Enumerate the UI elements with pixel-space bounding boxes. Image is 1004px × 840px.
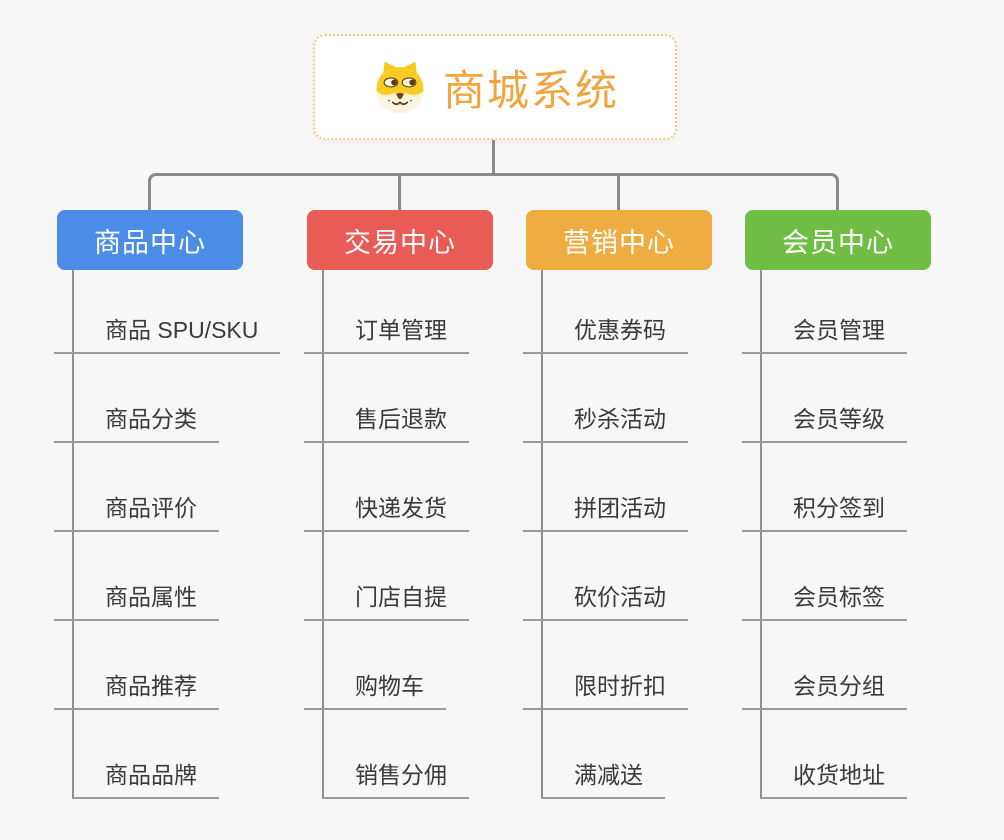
connector-spine-trade (322, 270, 324, 799)
connector-drop-branch-2 (398, 174, 401, 212)
leaf-node[interactable]: 商品分类 (54, 399, 219, 443)
leaf-node[interactable]: 会员等级 (742, 399, 907, 443)
leaf-node[interactable]: 满减送 (541, 755, 665, 799)
leaf-node[interactable]: 订单管理 (304, 310, 469, 354)
leaf-node[interactable]: 门店自提 (304, 577, 469, 621)
leaf-node[interactable]: 会员分组 (742, 666, 907, 710)
root-title: 商城系统 (442, 66, 619, 114)
leaf-node[interactable]: 优惠券码 (523, 310, 688, 354)
leaf-node[interactable]: 商品 SPU/SKU (54, 310, 281, 354)
leaf-node[interactable]: 商品属性 (54, 577, 219, 621)
connector-drop-branch-3 (617, 174, 620, 212)
branch-node-trade-center[interactable]: 交易中心 (307, 210, 493, 270)
leaf-node[interactable]: 会员管理 (742, 310, 907, 354)
leaf-node[interactable]: 秒杀活动 (523, 399, 688, 443)
leaf-node[interactable]: 快递发货 (304, 488, 469, 532)
leaf-node[interactable]: 商品品牌 (72, 755, 219, 799)
leaf-node[interactable]: 收货地址 (760, 755, 907, 799)
branch-node-marketing-center[interactable]: 营销中心 (526, 210, 712, 270)
leaf-node[interactable]: 积分签到 (742, 488, 907, 532)
leaf-node[interactable]: 购物车 (304, 666, 446, 710)
dog-face-icon (371, 58, 429, 116)
connector-bus (148, 173, 839, 213)
branch-node-member-center[interactable]: 会员中心 (745, 210, 931, 270)
root-node[interactable]: 商城系统 (313, 34, 677, 140)
leaf-node[interactable]: 销售分佣 (322, 755, 469, 799)
branch-node-product-center[interactable]: 商品中心 (57, 210, 243, 270)
leaf-node[interactable]: 拼团活动 (523, 488, 688, 532)
connector-spine-product (72, 270, 74, 799)
leaf-node[interactable]: 商品评价 (54, 488, 219, 532)
connector-spine-member (760, 270, 762, 799)
leaf-node[interactable]: 商品推荐 (54, 666, 219, 710)
leaf-node[interactable]: 会员标签 (742, 577, 907, 621)
leaf-node[interactable]: 限时折扣 (523, 666, 688, 710)
connector-root-drop (492, 140, 495, 174)
leaf-node[interactable]: 售后退款 (304, 399, 469, 443)
connector-spine-marketing (541, 270, 543, 799)
leaf-node[interactable]: 砍价活动 (523, 577, 688, 621)
